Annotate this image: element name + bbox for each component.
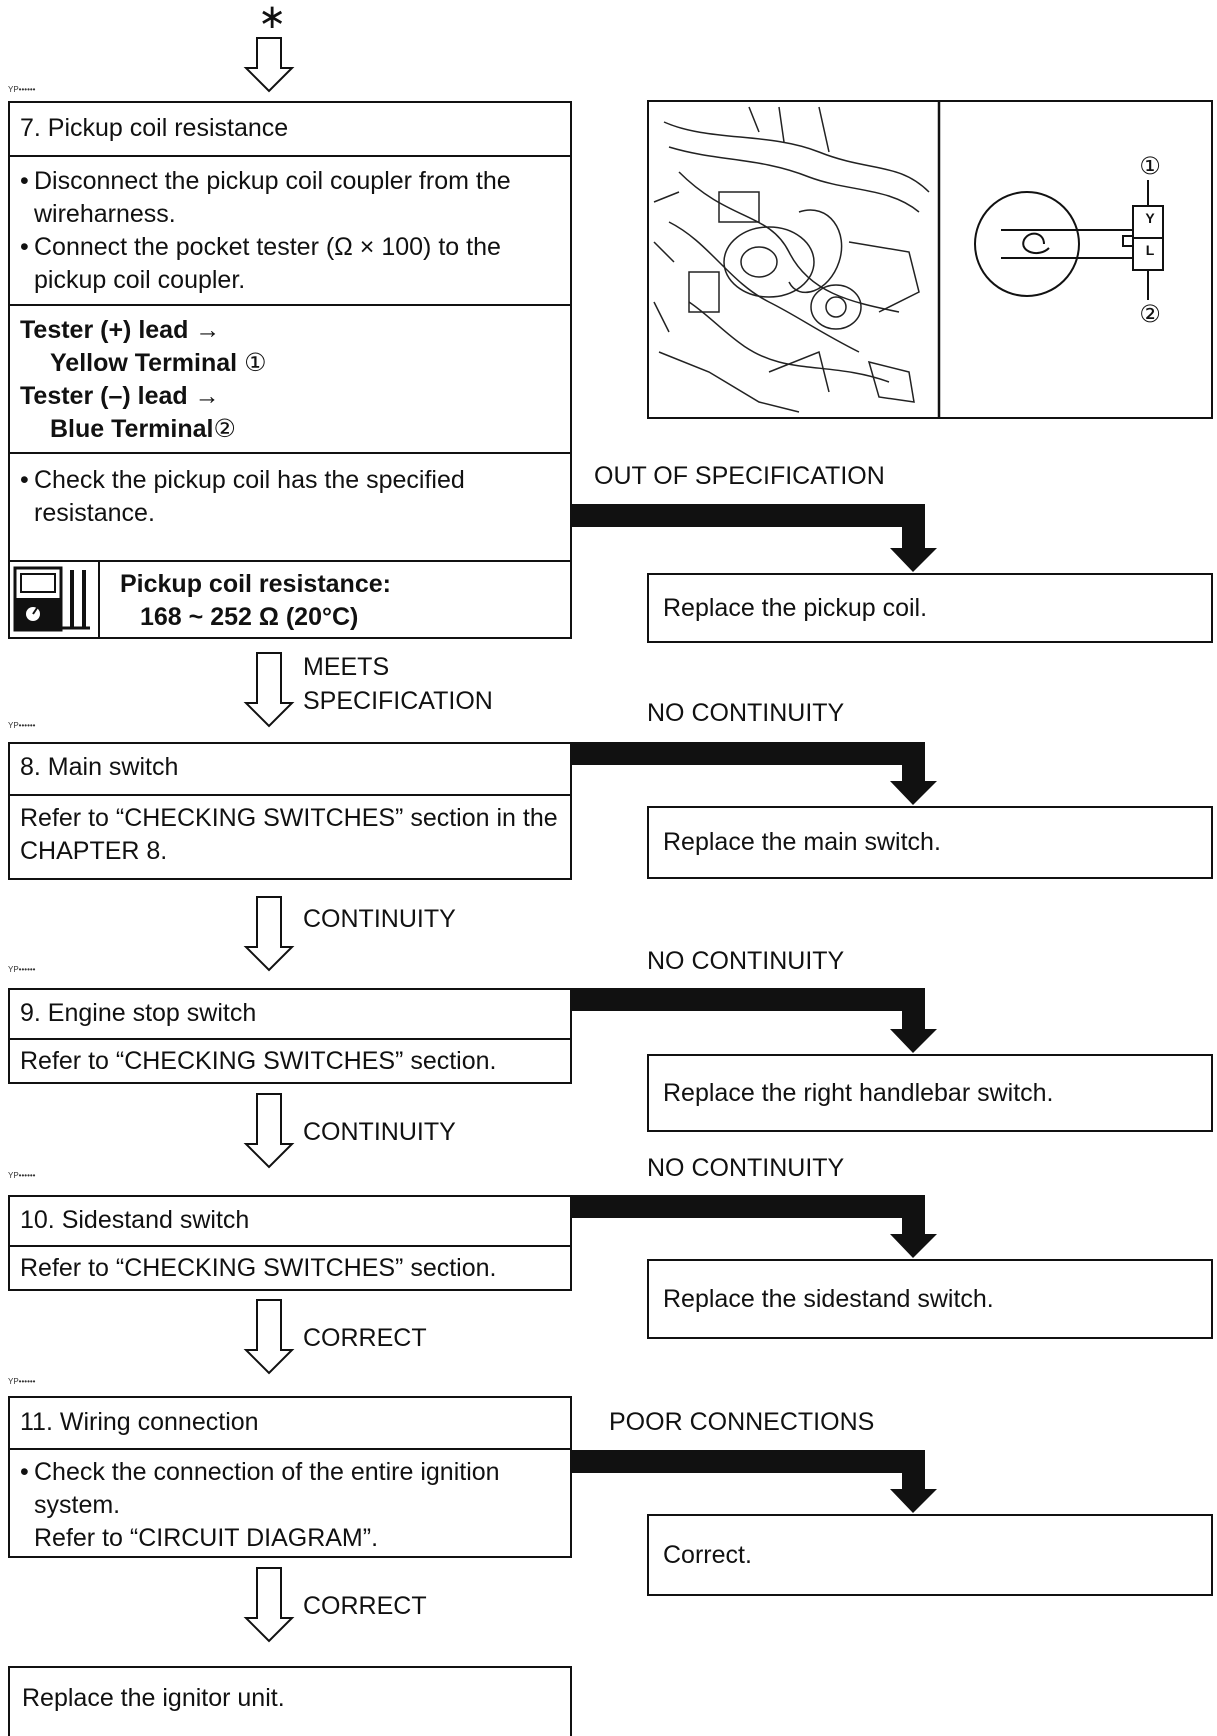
- yp-marker: YP••••••: [8, 1377, 36, 1386]
- step11-box: 11. Wiring connection •Check the connect…: [8, 1396, 572, 1558]
- elbow-arrow-2: [570, 742, 937, 805]
- final-step-box: Replace the ignitor unit.: [8, 1666, 572, 1736]
- no-continuity-label: NO CONTINUITY: [647, 699, 845, 727]
- step8-box: 8. Main switch Refer to “CHECKING SWITCH…: [8, 742, 572, 880]
- engine-photo-sketch: [653, 102, 1164, 417]
- down-arrow-6: [243, 1567, 295, 1643]
- instruction-2: Connect the pocket tester (Ω × 100) to t…: [34, 233, 501, 294]
- step7-instructions: •Disconnect the pickup coil coupler from…: [10, 155, 570, 304]
- meets-spec-label: MEETS SPECIFICATION: [303, 653, 493, 715]
- step11-text: •Check the connection of the entire igni…: [10, 1448, 570, 1556]
- correct-label: CORRECT: [303, 1592, 427, 1620]
- step9-box: 9. Engine stop switch Refer to “CHECKING…: [8, 988, 572, 1084]
- poor-connections-label: POOR CONNECTIONS: [609, 1408, 875, 1436]
- step11-title: 11. Wiring connection: [20, 1408, 259, 1436]
- pickup-coil-illustration: Y L ① ②: [647, 100, 1213, 419]
- step7-box: 7. Pickup coil resistance •Disconnect th…: [8, 101, 572, 639]
- down-arrow-2: [243, 652, 295, 728]
- no-continuity-label: NO CONTINUITY: [647, 947, 845, 975]
- correct-box: Correct.: [647, 1514, 1213, 1596]
- replace-sidestand-box: Replace the sidestand switch.: [647, 1259, 1213, 1339]
- elbow-arrow-3: [570, 988, 937, 1053]
- down-arrow-1: [243, 37, 295, 93]
- no-continuity-label: NO CONTINUITY: [647, 1154, 845, 1182]
- multimeter-icon: [10, 562, 100, 638]
- yp-marker: YP••••••: [8, 965, 36, 974]
- out-of-spec-label: OUT OF SPECIFICATION: [594, 462, 885, 490]
- spec-value: 168 ~ 252 Ω (20°C): [140, 603, 359, 631]
- elbow-arrow-1: [570, 504, 937, 572]
- step10-box: 10. Sidestand switch Refer to “CHECKING …: [8, 1195, 572, 1291]
- step8-text: Refer to “CHECKING SWITCHES” section in …: [10, 794, 570, 878]
- yp-marker: YP••••••: [8, 721, 36, 730]
- asterisk-symbol: ∗: [258, 0, 287, 36]
- final-text: Replace the ignitor unit.: [22, 1684, 285, 1712]
- connector-schematic: [974, 180, 1164, 300]
- yp-marker: YP••••••: [8, 85, 36, 94]
- check-resistance: •Check the pickup coil has the specified…: [10, 452, 570, 560]
- callout-2: ②: [1139, 301, 1161, 328]
- pin-l-label: L: [1145, 242, 1155, 258]
- step9-title: 9. Engine stop switch: [20, 999, 257, 1027]
- pin-y-label: Y: [1145, 210, 1155, 226]
- callout-1: ①: [1139, 153, 1161, 180]
- elbow-arrow-5: [570, 1450, 937, 1513]
- replace-right-handlebar-box: Replace the right handlebar switch.: [647, 1054, 1213, 1132]
- step7-title: 7. Pickup coil resistance: [20, 114, 289, 142]
- continuity-label: CONTINUITY: [303, 1118, 456, 1146]
- down-arrow-5: [243, 1299, 295, 1375]
- tester-leads: Tester (+) lead → Yellow Terminal ① Test…: [10, 304, 570, 452]
- step9-text: Refer to “CHECKING SWITCHES” section.: [10, 1038, 570, 1082]
- spec-label: Pickup coil resistance:: [120, 570, 391, 598]
- step10-text: Refer to “CHECKING SWITCHES” section.: [10, 1245, 570, 1289]
- yp-marker: YP••••••: [8, 1171, 36, 1180]
- replace-pickup-box: Replace the pickup coil.: [647, 573, 1213, 643]
- replace-main-box: Replace the main switch.: [647, 806, 1213, 879]
- continuity-label: CONTINUITY: [303, 905, 456, 933]
- down-arrow-3: [243, 896, 295, 972]
- step8-title: 8. Main switch: [20, 753, 179, 781]
- instruction-1: Disconnect the pickup coil coupler from …: [34, 167, 511, 228]
- spec-row: Pickup coil resistance: 168 ~ 252 Ω (20°…: [10, 560, 570, 638]
- down-arrow-4: [243, 1093, 295, 1169]
- correct-label: CORRECT: [303, 1324, 427, 1352]
- elbow-arrow-4: [570, 1195, 937, 1258]
- step10-title: 10. Sidestand switch: [20, 1206, 250, 1234]
